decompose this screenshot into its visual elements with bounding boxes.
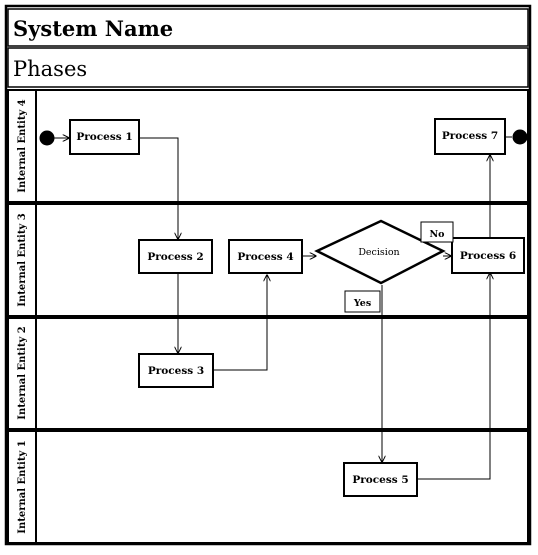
start-node — [39, 130, 55, 146]
process-2-label: Process 2 — [147, 251, 203, 263]
process-1: Process 1 — [69, 119, 140, 155]
phases-label: Phases — [13, 57, 87, 81]
process-7-label: Process 7 — [442, 130, 498, 142]
connectors — [54, 137, 512, 480]
label-yes-text: Yes — [353, 298, 371, 309]
lane-label-entity-2: Internal Entity 2 — [17, 326, 28, 419]
label-no: No — [420, 221, 454, 243]
process-1-label: Process 1 — [76, 131, 132, 143]
label-yes: Yes — [344, 290, 381, 313]
process-3: Process 3 — [138, 353, 214, 388]
lane-label-entity-4: Internal Entity 4 — [17, 99, 28, 192]
decision-label: Decision — [358, 247, 399, 258]
process-4-label: Process 4 — [237, 251, 293, 263]
phases-header — [7, 47, 529, 88]
edge-process5-process6 — [417, 273, 490, 480]
lane-entity-2: Internal Entity 2 — [7, 317, 529, 430]
edge-process3-process4 — [213, 275, 267, 371]
process-5-label: Process 5 — [352, 474, 408, 486]
label-no-text: No — [429, 229, 444, 240]
process-7: Process 7 — [434, 118, 506, 155]
system-name-header — [7, 8, 529, 47]
edge-process1-process2 — [139, 137, 178, 239]
lane-label-entity-1: Internal Entity 1 — [17, 440, 28, 533]
process-3-label: Process 3 — [148, 365, 204, 377]
lane-label-entity-3: Internal Entity 3 — [17, 213, 28, 306]
end-node — [512, 129, 528, 145]
process-6-label: Process 6 — [460, 250, 516, 262]
process-2: Process 2 — [138, 239, 213, 274]
process-6: Process 6 — [451, 237, 525, 274]
process-5: Process 5 — [343, 462, 418, 497]
decision: Decision — [314, 219, 446, 285]
process-4: Process 4 — [228, 239, 303, 274]
lane-entity-1: Internal Entity 1 — [7, 430, 529, 544]
system-name: System Name — [13, 16, 173, 41]
